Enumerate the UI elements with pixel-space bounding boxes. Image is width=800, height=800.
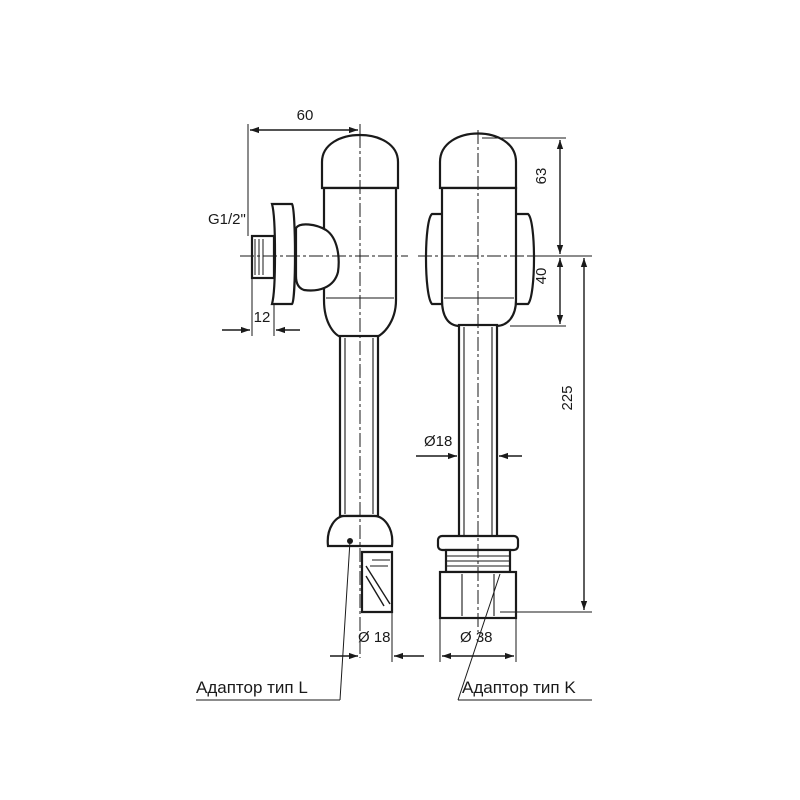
caption-adapter-k: Адаптор тип K [462,678,576,697]
dim-225-label: 225 [559,385,576,410]
dim-adapter-l-label: Ø 18 [358,629,391,646]
left-valve-knob [294,223,340,292]
dimension-lines [196,124,592,701]
dim-63-label: 63 [533,168,550,185]
left-view [240,134,408,658]
caption-adapter-l: Адаптор тип L [196,678,308,697]
left-flange [270,202,297,306]
dim-pipe-diameter-label: Ø18 [424,433,452,450]
dim-adapter-k-label: Ø 38 [460,629,493,646]
dim-60-label: 60 [297,107,314,124]
dim-40-label: 40 [533,268,550,285]
right-view [418,130,540,632]
right-body [440,186,518,328]
dim-thread-label: G1/2" [208,211,246,228]
dim-12-label: 12 [254,309,271,326]
left-pipe [338,334,380,518]
adapter-l [360,550,394,614]
